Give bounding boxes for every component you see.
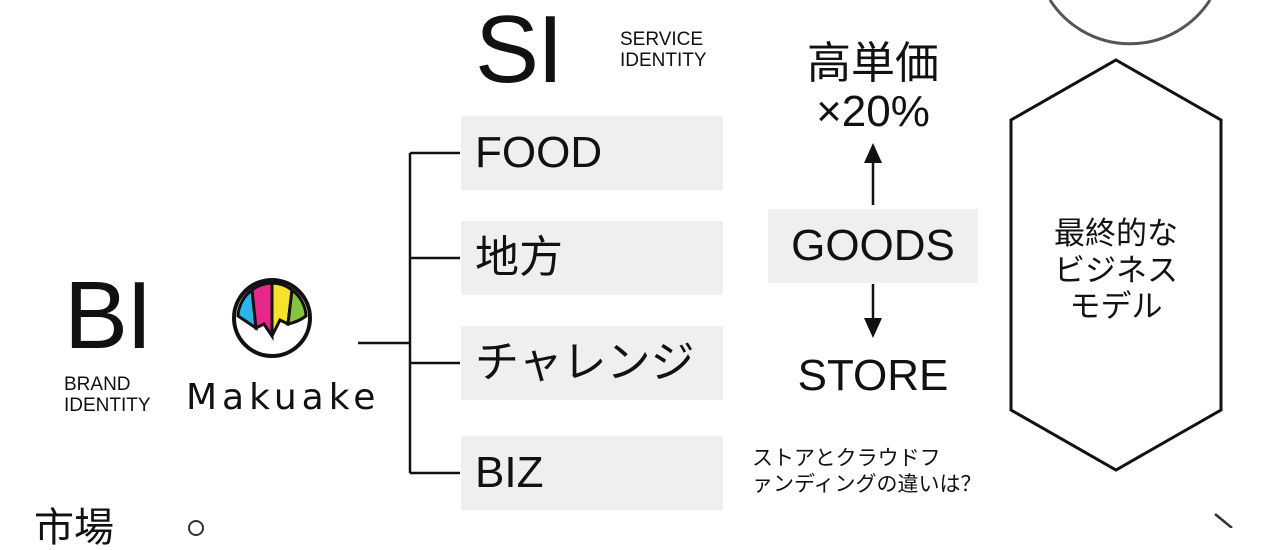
bi-title: BI xyxy=(64,262,153,369)
arrow-down-icon xyxy=(864,318,882,338)
category-label: 地方 xyxy=(475,233,563,282)
footer-partial-text: 市場 xyxy=(34,506,114,550)
store-label: STORE xyxy=(797,351,949,400)
arrow-up-icon xyxy=(864,143,882,163)
brand-name: Makuake xyxy=(186,377,381,418)
goods-top-label: 高単価 ×20% xyxy=(770,39,976,137)
diagram-connectors xyxy=(358,0,1233,528)
hexagon-line2: ビジネス xyxy=(1054,252,1178,288)
question-note: ストアとクラウドフ ァンディングの違いは？ xyxy=(752,446,982,499)
hexagon-label: 最終的な ビジネス モデル xyxy=(1016,216,1216,326)
category-box-challenge: チャレンジ xyxy=(461,326,723,400)
hexagon-line1: 最終的な xyxy=(1054,216,1178,251)
category-box-food: FOOD xyxy=(461,116,723,190)
category-label: BIZ xyxy=(475,448,544,497)
hexagon-line3: モデル xyxy=(1069,289,1163,325)
bi-subtitle-line1: BRAND xyxy=(64,374,131,395)
si-subtitle-line2: IDENTITY xyxy=(620,49,707,71)
makuake-logo-icon xyxy=(232,278,312,358)
partial-chevron xyxy=(1214,513,1233,528)
hexagon-shape xyxy=(1009,58,1223,472)
bi-subtitle: BRAND IDENTITY xyxy=(64,374,151,417)
category-box-chiho: 地方 xyxy=(461,221,723,295)
goods-box: GOODS xyxy=(768,209,978,283)
si-subtitle: SERVICE IDENTITY xyxy=(620,29,707,72)
price-label: 高単価 xyxy=(807,39,939,88)
category-label: FOOD xyxy=(475,128,603,177)
footer-partial-circle xyxy=(188,520,204,536)
question-line1: ストアとクラウドフ xyxy=(752,447,941,470)
rate-label: ×20% xyxy=(816,87,930,137)
category-box-biz: BIZ xyxy=(461,436,723,510)
partial-circle xyxy=(1048,0,1212,46)
si-title: SI xyxy=(475,0,564,103)
si-subtitle-line1: SERVICE xyxy=(620,29,704,50)
category-label: チャレンジ xyxy=(475,338,695,387)
bi-subtitle-line2: IDENTITY xyxy=(64,394,151,416)
question-line2: ァンディングの違いは？ xyxy=(752,473,982,497)
goods-label: GOODS xyxy=(791,221,955,270)
